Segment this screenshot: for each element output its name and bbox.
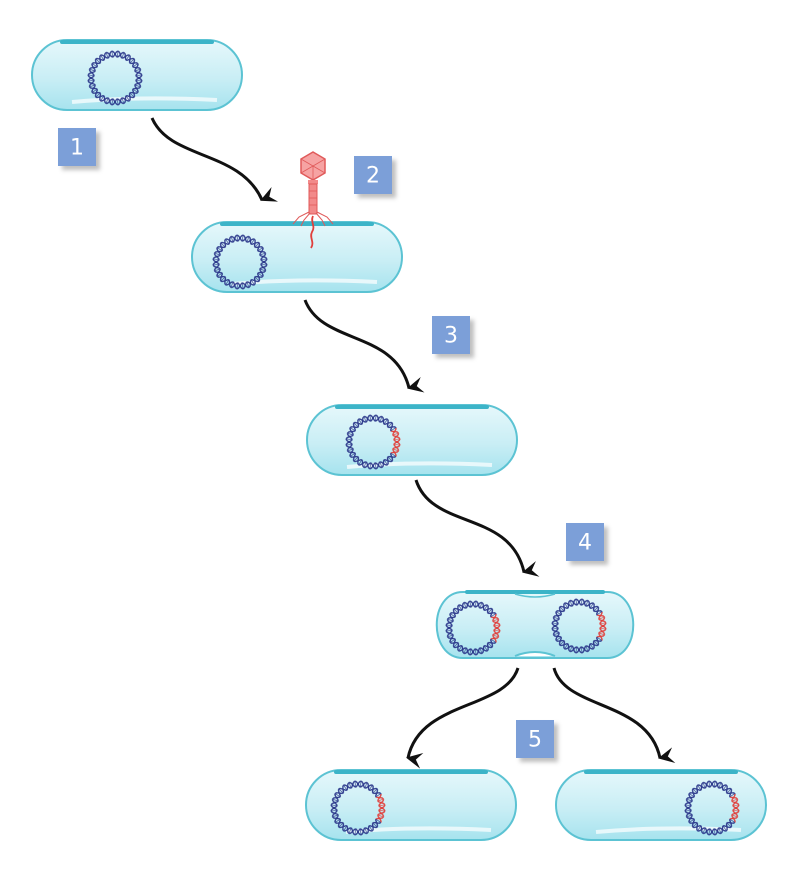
phage-collar [308,180,318,184]
bacteriophage [292,151,334,249]
step-label-1: 1 [58,128,96,166]
chromosome-copy-left [445,600,501,656]
host-chromosome [87,50,143,106]
cell-step-1 [31,39,243,111]
chromosome-copy-right [551,598,607,654]
step-label-4: 4 [566,523,604,561]
chromosome-with-prophage [345,414,401,470]
arrow-2-to-3 [303,299,425,393]
step-label-2: 2 [354,156,392,194]
step-number: 2 [366,164,380,189]
arrow-1-to-2 [150,117,279,202]
host-chromosome [212,234,268,290]
step-number: 3 [444,324,458,349]
step-label-5: 5 [516,720,554,758]
daughter-cell-left [305,769,517,841]
injected-phage-dna [310,215,315,249]
chromosome-with-prophage [684,780,740,836]
step-number: 5 [528,728,542,753]
daughter-cell-right [555,769,767,841]
cell-step-4-dividing [435,590,635,659]
arrow-3-to-4 [414,479,540,577]
arrow-4-to-daughter-right [552,667,676,763]
arrow-4-to-daughter-left [406,667,520,769]
step-label-3: 3 [432,316,470,354]
phage-tail-fibers [292,211,334,227]
cell-step-3 [306,404,518,476]
chromosome-with-prophage [330,780,386,836]
phage-tail [308,183,318,215]
step-number: 1 [70,136,84,161]
cell-step-2 [191,221,403,293]
arrows [150,117,676,769]
step-number: 4 [578,531,592,556]
